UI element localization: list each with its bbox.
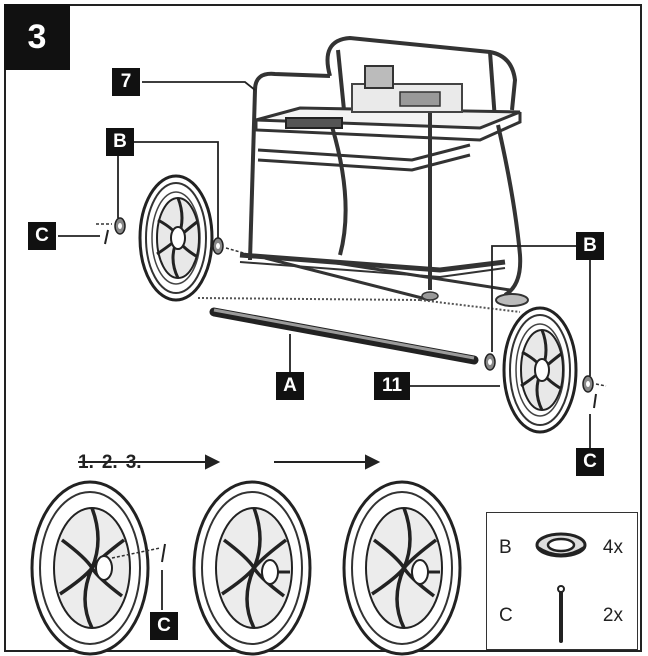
cart-frame bbox=[239, 35, 529, 307]
washer-left-outer bbox=[114, 217, 126, 235]
washer-left-inner bbox=[212, 237, 224, 255]
cotter-pin-icon bbox=[557, 585, 565, 643]
callout-axle: A bbox=[276, 372, 304, 400]
step-number-badge: 3 bbox=[4, 4, 70, 70]
bottom-wheel-2 bbox=[192, 480, 312, 656]
sequence-arrows bbox=[78, 454, 381, 470]
callout-washer-right: B bbox=[576, 232, 604, 260]
sequence-step-3: 3. bbox=[125, 452, 142, 473]
legend-qty: 2x bbox=[602, 605, 623, 626]
washer-icon bbox=[535, 532, 587, 558]
axle bbox=[197, 297, 521, 365]
sequence-steps: 1. 2. 3. bbox=[78, 452, 142, 474]
pin-right bbox=[593, 393, 597, 409]
bottom-wheel-1 bbox=[30, 480, 166, 656]
parts-legend: B 4x C 2x bbox=[486, 512, 638, 650]
callout-washer-top-left: B bbox=[106, 128, 134, 156]
legend-row-washer: B 4x bbox=[487, 519, 637, 579]
leader-lines bbox=[58, 81, 591, 450]
callout-pin-left: C bbox=[28, 222, 56, 250]
washer-right-outer bbox=[582, 375, 594, 393]
legend-letter: B bbox=[499, 537, 512, 558]
wheel-left bbox=[138, 174, 214, 302]
sequence-step-2: 2. bbox=[101, 452, 118, 473]
wheel-right bbox=[502, 306, 578, 434]
sequence-step-1: 1. bbox=[78, 452, 94, 473]
pin-left bbox=[104, 229, 109, 245]
washer-right-inner bbox=[484, 353, 496, 371]
callout-pin-right: C bbox=[576, 448, 604, 476]
legend-qty: 4x bbox=[602, 537, 623, 558]
callout-frame: 7 bbox=[112, 68, 140, 96]
legend-row-pin: C 2x bbox=[487, 583, 637, 643]
bottom-wheel-3 bbox=[342, 480, 462, 656]
legend-letter: C bbox=[499, 605, 513, 626]
callout-pin-bottom: C bbox=[150, 612, 178, 640]
callout-wheel: 11 bbox=[374, 372, 410, 400]
